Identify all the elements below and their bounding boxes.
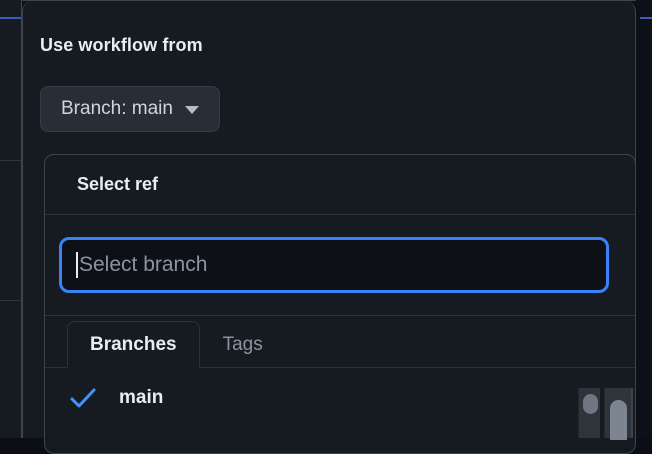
text-cursor — [76, 252, 78, 278]
branch-search-input[interactable]: Select branch — [59, 237, 609, 293]
background-accent-line — [0, 17, 22, 19]
background-divider-1 — [0, 160, 22, 161]
select-ref-title: Select ref — [77, 174, 158, 195]
tab-branches[interactable]: Branches — [67, 321, 200, 368]
branch-selector-label: Branch: main — [61, 98, 173, 120]
select-ref-header: Select ref — [45, 155, 635, 215]
select-ref-dropdown: Select ref Select branch Branches Tags — [44, 154, 636, 454]
select-ref-search-container: Select branch — [45, 215, 635, 316]
tab-tags-label: Tags — [223, 334, 263, 356]
page-backdrop: Use workflow from Branch: main Select re… — [0, 0, 652, 438]
tab-tags[interactable]: Tags — [200, 321, 286, 368]
tab-branches-label: Branches — [90, 334, 177, 356]
dropdown-scrollbar-thumb[interactable] — [610, 400, 627, 440]
background-right-strip — [641, 0, 652, 438]
list-item[interactable]: main — [45, 376, 635, 420]
branch-list: main — [45, 368, 635, 420]
branch-selector-button[interactable]: Branch: main — [40, 86, 220, 132]
background-divider-2 — [0, 300, 22, 301]
ref-type-tablist: Branches Tags — [45, 316, 635, 368]
list-item-label: main — [119, 387, 163, 409]
background-accent-line-right — [640, 17, 652, 19]
panel-top-border — [22, 0, 636, 1]
dropdown-scrollbar[interactable] — [604, 388, 631, 438]
background-left-strip — [0, 0, 22, 438]
chevron-down-icon — [185, 106, 199, 114]
page-scrollbar-thumb[interactable] — [583, 394, 598, 414]
check-icon — [69, 387, 103, 409]
scrollbar-divider — [631, 388, 633, 438]
page-title: Use workflow from — [40, 35, 203, 56]
branch-search-placeholder: Select branch — [79, 253, 207, 277]
page-scrollbar[interactable] — [578, 388, 600, 438]
